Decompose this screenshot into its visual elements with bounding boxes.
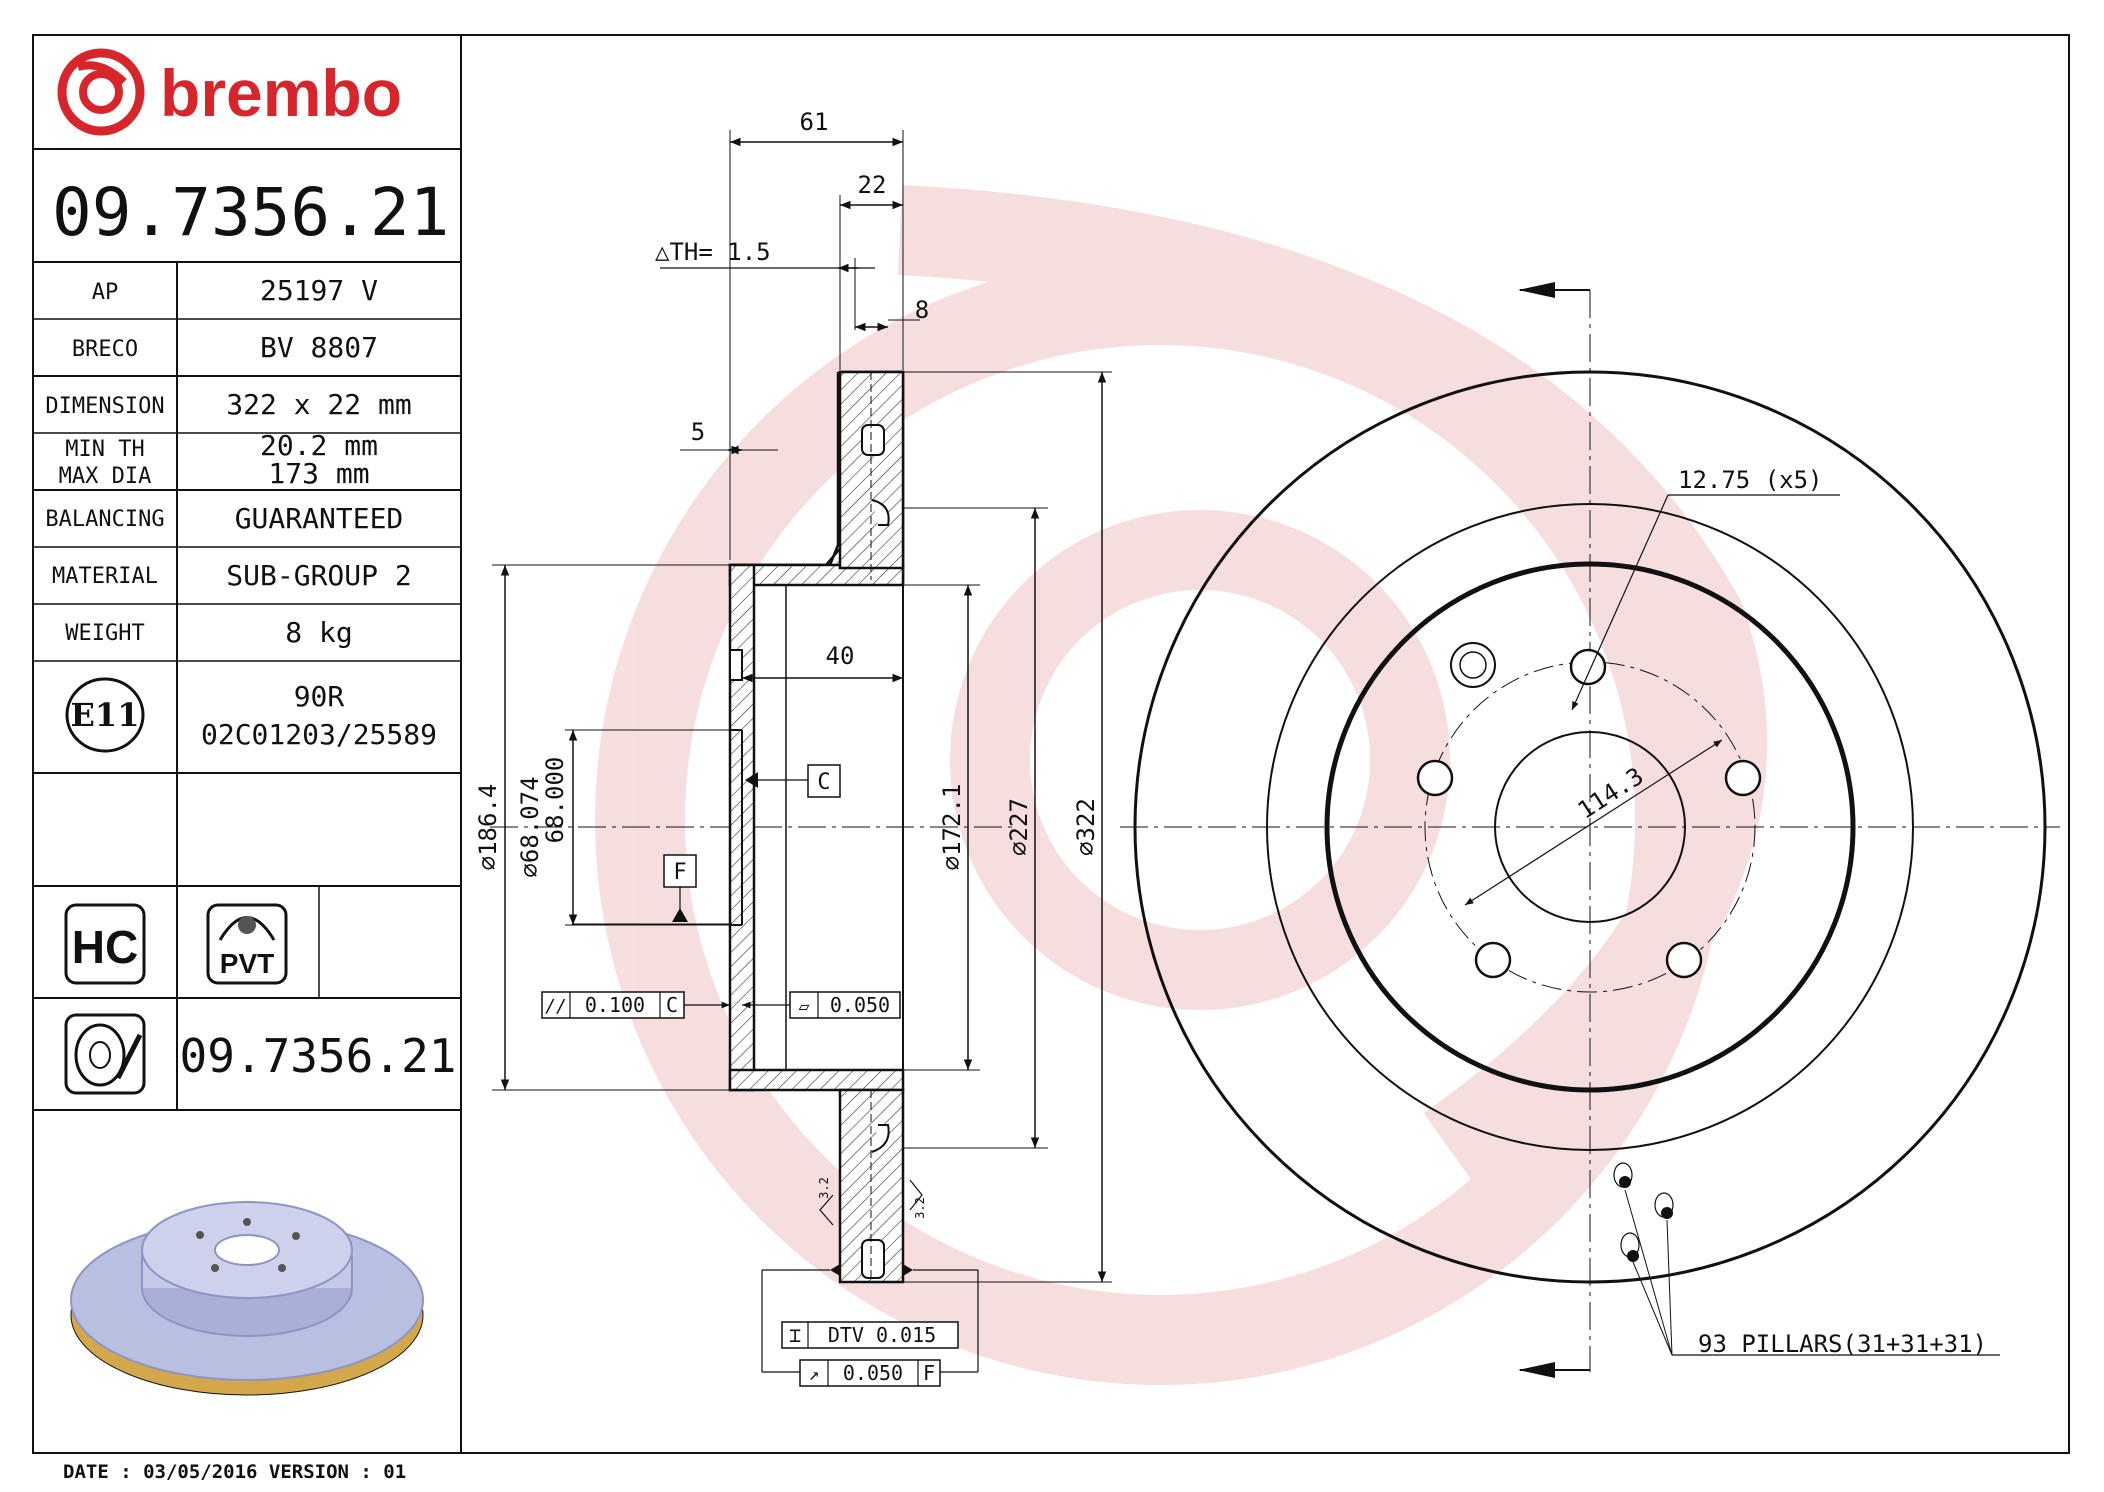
hat-outer-edge [1266,503,1914,1151]
spec-label-dimension: DIMENSION [45,394,164,419]
dim-dia-172: ∅172.1 [938,784,966,871]
runout-tolerance: ↗ 0.050 F [799,1359,941,1387]
pillars-markers [1613,1162,2000,1356]
svg-text://: // [545,996,567,1017]
hc-badge: HC [64,903,146,985]
dim-dia-68-lower: 68.000 [541,757,569,844]
flatness-tolerance: ▱ 0.050 [742,991,901,1019]
dim-dia-322: ∅322 [1072,798,1100,856]
svg-text:⌶: ⌶ [789,1323,801,1347]
disc-wear-icon [64,1013,146,1095]
svg-text:3.2: 3.2 [817,1177,831,1199]
dim-bolt-holes: 12.75 (x5) [1678,466,1823,494]
dim-dia-68-upper: ∅68.074 [516,776,544,877]
svg-text:E11: E11 [71,696,140,734]
svg-text:▱: ▱ [799,996,810,1017]
dim-dia-227: ∅227 [1005,798,1033,856]
spec-value-balancing: GUARANTEED [235,502,404,535]
part-number-title: 09.7356.21 [52,174,449,251]
brembo-logo: brembo [57,48,402,136]
dtv-tolerance: ⌶ DTV 0.015 [781,1321,959,1349]
svg-text:0.050: 0.050 [830,993,890,1017]
pillars-label: 93 PILLARS(31+31+31) [1698,1330,1987,1358]
spec-label-material: MATERIAL [52,564,158,589]
front-view: 114.3 12.75 (x5) 93 PILLARS(31+31+31) [1120,282,2060,1378]
dim-depth-61: 61 [800,108,829,136]
brand-name: brembo [160,56,402,130]
spec-label-max-dia: MAX DIA [59,464,152,489]
bolt-holes [1416,648,1762,979]
spec-value-material: SUB-GROUP 2 [226,559,411,592]
sheet-border [32,34,2070,1454]
dim-thickness-22: 22 [858,171,887,199]
brembo-watermark [595,185,1768,1385]
approval-line-1: 90R [294,680,345,713]
title-block: brembo 09.7356.21 AP 25197 V BRECO BV 88… [33,48,461,1396]
spec-value-min-th: 20.2 mm [260,429,378,462]
spec-value-weight: 8 kg [285,616,352,649]
roughness-mark-left: 3.2 [817,1177,834,1226]
spec-label-ap: AP [92,280,119,305]
pvt-badge: PVT [206,903,288,985]
part-number-footer: 09.7356.21 [180,1029,457,1083]
roughness-mark-right: 3.2 [909,1179,927,1219]
spec-label-weight: WEIGHT [65,621,144,646]
spec-value-ap: 25197 V [260,274,378,307]
spec-value-dimension: 322 x 22 mm [226,388,411,421]
svg-text:DTV 0.015: DTV 0.015 [828,1323,936,1347]
e11-approval-mark: E11 [65,677,145,753]
spec-label-min-th: MIN TH [65,437,144,462]
braking-surface-inner [1324,561,1856,1093]
section-view: 61 22 △TH= 1.5 8 5 40 ∅186.4 ∅68.074 68.… [474,108,1112,1387]
date-version: DATE : 03/05/2016 VERSION : 01 [63,1461,406,1483]
spec-label-balancing: BALANCING [45,507,164,532]
svg-text:3.2: 3.2 [913,1197,927,1219]
svg-text:F: F [923,1361,935,1385]
disc-3d-render [70,1201,424,1396]
svg-text:PVT: PVT [220,948,274,979]
datum-c: C [817,770,830,795]
dim-wall-5: 5 [691,418,705,446]
svg-text:0.050: 0.050 [843,1361,903,1385]
dim-delta-th: △TH= 1.5 [655,238,771,266]
spec-label-breco: BRECO [72,337,138,362]
disc-outer-edge [1133,370,2047,1284]
dim-dia-186: ∅186.4 [474,784,502,871]
approval-line-2: 02C01203/25589 [201,718,437,751]
svg-text:HC: HC [72,921,138,973]
bolt-circle [1424,661,1756,993]
svg-text:C: C [666,993,678,1017]
spec-value-breco: BV 8807 [260,331,378,364]
parallelism-tolerance: // 0.100 C [541,991,730,1019]
datum-f: F [673,860,686,885]
dim-hub-40: 40 [826,642,855,670]
svg-text:0.100: 0.100 [585,993,645,1017]
svg-text:↗: ↗ [809,1364,820,1385]
spec-value-max-dia: 173 mm [268,457,369,490]
dim-vent-8: 8 [915,296,929,324]
